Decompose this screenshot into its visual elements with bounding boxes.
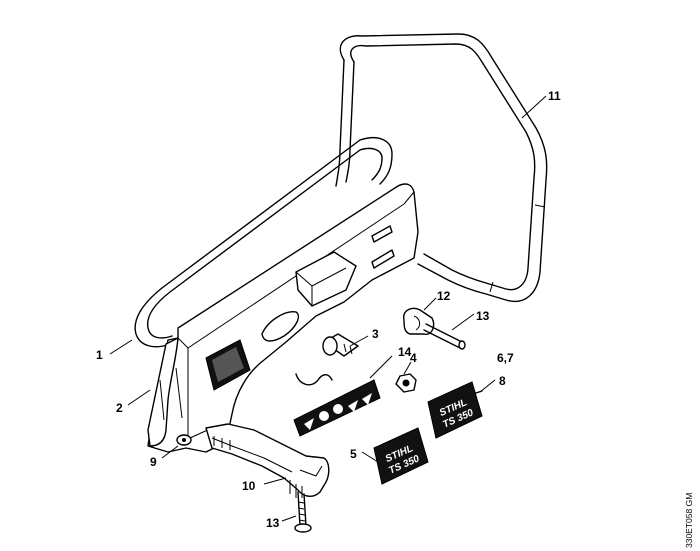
carrier-housing-part-2	[147, 183, 419, 453]
callout-11: 11	[548, 89, 561, 103]
leader-lines	[109, 95, 547, 522]
callout-4: 4	[410, 351, 417, 365]
reference-code: 330ET058 GM	[684, 493, 694, 548]
nut-part-4	[395, 373, 417, 393]
callout-10: 10	[242, 479, 256, 493]
decal-part-6-7: STIHL TS 350	[427, 381, 483, 439]
callout-12: 12	[437, 289, 451, 303]
handle-bar-part-11	[335, 33, 548, 303]
screw-part-3	[322, 333, 359, 357]
callout-14: 14	[398, 345, 412, 359]
decal-strip-part-14	[293, 379, 381, 437]
bracket-part-10	[205, 423, 330, 498]
guard-loop-part-1	[134, 136, 393, 348]
callout-3: 3	[372, 327, 379, 341]
callout-13-lower: 13	[266, 516, 280, 530]
callout-8: 8	[499, 374, 506, 388]
callouts: 1 2 3 4 5 6,7 8 9 10 11 12 13 13 14	[96, 89, 561, 530]
callout-9: 9	[150, 455, 157, 469]
washer-part-9	[176, 427, 213, 446]
decal-part-5: STIHL TS 350	[373, 427, 429, 485]
callout-2: 2	[116, 401, 123, 415]
bolt-part-13-lower	[294, 491, 312, 533]
callout-13-upper: 13	[476, 309, 490, 323]
clamp-part-12	[403, 307, 435, 335]
callout-1: 1	[96, 348, 103, 362]
callout-6-7: 6,7	[497, 351, 514, 365]
bolt-part-13-upper	[423, 323, 466, 350]
callout-5: 5	[350, 447, 357, 461]
